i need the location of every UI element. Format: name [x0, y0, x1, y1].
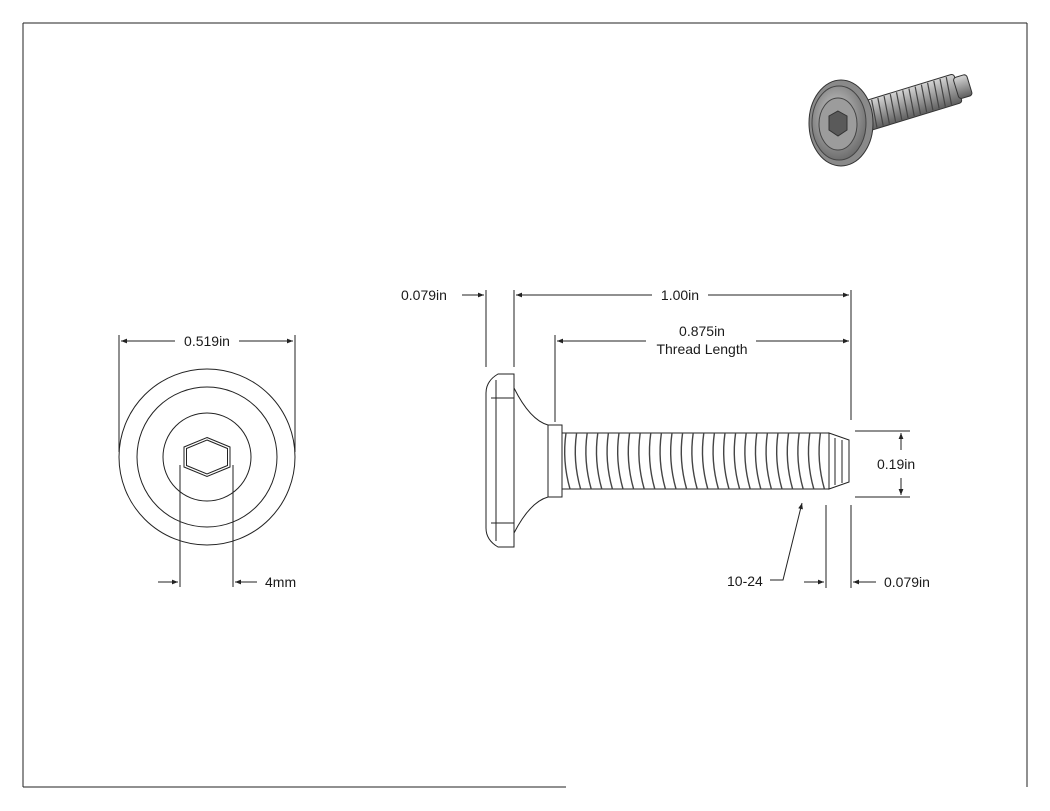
thread-crest: [775, 432, 783, 490]
thread-crest: [712, 432, 720, 490]
thread-crest: [701, 432, 709, 490]
thread-crest: [765, 432, 773, 490]
thread-length-value: 0.875in: [679, 323, 725, 339]
thread-crest: [627, 432, 635, 490]
thread-crest: [563, 432, 571, 490]
thread-crest: [797, 432, 804, 490]
thread-crest: [818, 432, 826, 490]
thread-crest: [648, 432, 656, 490]
thread-spec-label: 10-24: [727, 573, 763, 589]
thread-crest: [744, 432, 751, 490]
thread-crest: [733, 432, 741, 490]
head-diameter-label: 0.519in: [184, 333, 230, 349]
washer-head: [485, 373, 515, 548]
thread-crest: [680, 432, 688, 490]
thread-crest: [595, 432, 603, 490]
thread-lines: [563, 432, 826, 490]
iso-thread-line: [877, 97, 884, 126]
thread-diameter-label: 0.19in: [877, 456, 915, 472]
thread-crest: [638, 432, 645, 490]
iso-thread-line: [945, 76, 953, 105]
shank: [547, 424, 563, 498]
iso-thread-line: [914, 86, 922, 115]
iso-thread-line: [871, 99, 878, 128]
iso-hex-socket-icon: [828, 110, 848, 137]
thread-crest: [786, 432, 794, 490]
overall-length-label: 1.00in: [661, 287, 699, 303]
iso-thread-line: [939, 78, 946, 107]
iso-thread-line: [926, 82, 934, 111]
iso-thread-line: [883, 95, 890, 124]
thread-crest: [585, 432, 592, 490]
hex-socket-icon: [183, 436, 231, 478]
iso-thread-line: [920, 84, 928, 113]
isometric-view: [808, 74, 973, 167]
thread-crest: [616, 432, 624, 490]
iso-thread-line: [933, 80, 940, 109]
hex-size-label: 4mm: [265, 574, 296, 590]
iso-thread-line: [902, 90, 909, 119]
thread-crest: [754, 432, 762, 490]
thread-crest: [722, 432, 730, 490]
thread-crest: [669, 432, 677, 490]
thread-crest: [659, 432, 667, 490]
front-view: 0.519in 4mm: [118, 333, 296, 590]
neck-fillet: [513, 387, 549, 534]
thread-tip: [828, 432, 850, 490]
tip-length-label: 0.079in: [884, 574, 930, 590]
thread-crest: [691, 432, 698, 490]
sheet-border: [22, 22, 1028, 788]
thread-crest: [606, 432, 614, 490]
iso-thread-line: [895, 92, 903, 121]
thread-crest: [574, 432, 582, 490]
washer-thickness-label: 0.079in: [401, 287, 447, 303]
iso-thread-line: [889, 94, 897, 122]
thread-length-label: Thread Length: [656, 341, 747, 357]
thread-crest: [807, 432, 815, 490]
side-view: 0.079in 1.00in 0.875in Thread Length 0.1…: [401, 287, 930, 590]
iso-thread-line: [908, 88, 915, 117]
